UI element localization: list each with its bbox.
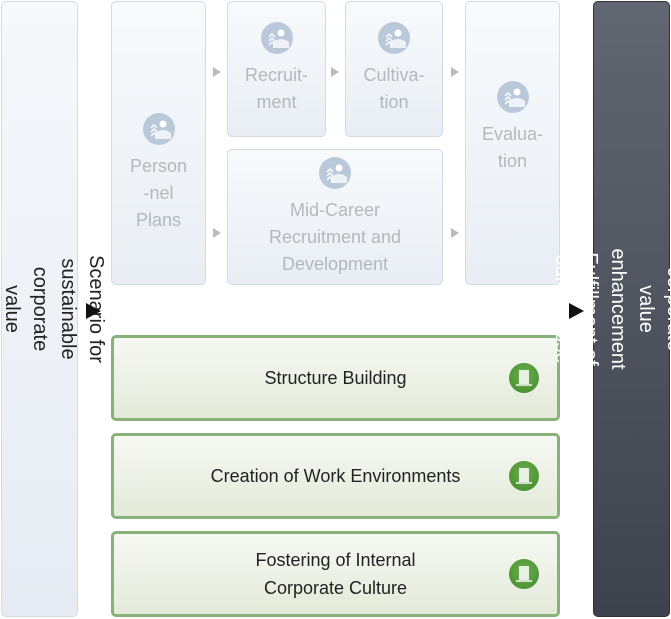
person-landscape-icon [496,81,529,113]
person-landscape-icon [319,156,351,189]
outcome-text: Sustainable corporate value enhancement … [550,248,671,370]
pillar-label: Creation of Work Environments [210,466,461,486]
stage-cultivation: Cultiva- tion [345,1,443,137]
stage-mid-career: Mid-Career Recruitment and Development [227,149,443,285]
arrow-small-icon [331,67,339,77]
arrow-small-icon [213,228,221,238]
building-icon [509,363,539,393]
pillar-work-environments: Creation of Work Environments [111,433,560,519]
stage-label: Person -nel Plans [129,155,188,230]
arrow-right-icon [86,303,101,319]
arrow-right-icon [569,303,584,319]
pillar-corporate-culture: Fostering of Internal Corporate Culture [111,531,560,617]
building-icon [509,461,539,491]
stage-label: Mid-Career Recruitment and Development [268,199,402,274]
stage-label: Recruit- ment [244,65,308,112]
stage-personnel-plans: Person -nel Plans [111,1,206,285]
scenario-panel: Scenario for sustainable corporate value… [1,1,107,617]
pillar-structure-building: Structure Building [111,335,560,421]
building-icon [509,559,539,589]
arrow-small-icon [213,67,221,77]
person-landscape-icon [142,112,175,145]
pillar-label: Structure Building [264,368,407,388]
outcome-panel: Sustainable corporate value enhancement … [551,1,671,617]
arrow-small-icon [451,67,459,77]
stage-label: Evalua- tion [481,124,544,171]
stage-label: Cultiva- tion [363,65,425,112]
arrow-small-icon [451,228,459,238]
stage-evaluation: Evalua- tion [465,1,560,285]
stage-recruitment: Recruit- ment [227,1,326,137]
person-landscape-icon [378,22,410,54]
pillar-label: Fostering of Internal Corporate Culture [255,550,416,598]
person-landscape-icon [260,22,293,54]
